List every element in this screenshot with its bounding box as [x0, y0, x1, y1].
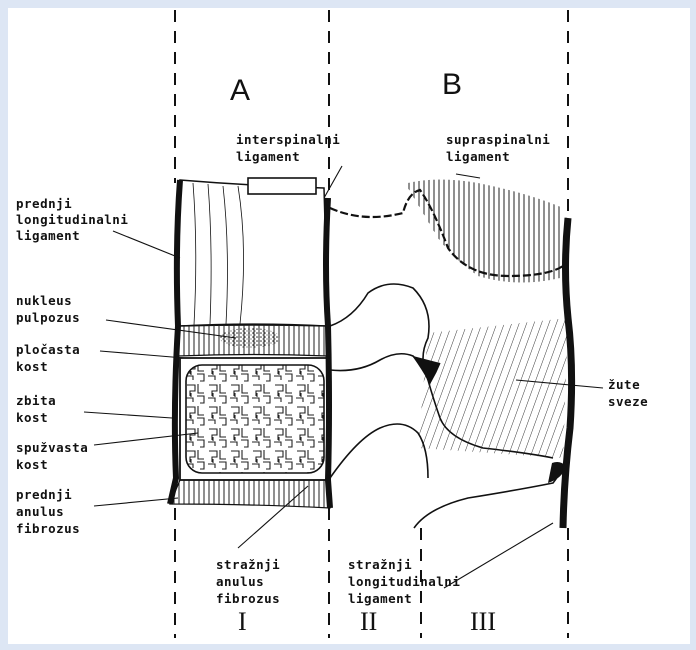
spine-segment-diagram: A B	[8, 8, 690, 644]
yellow-ligaments	[418, 318, 568, 458]
label-supraspinal-ligament: supraspinalni ligament	[446, 132, 558, 164]
section-b-label: B	[442, 68, 462, 101]
figure-frame: A B	[8, 8, 690, 644]
label-spongy-bone: spužvasta kost	[16, 440, 96, 472]
nucleus-pulposus	[220, 328, 280, 348]
roman-numeral-1: I	[238, 607, 247, 636]
label-yellow-ligaments: žute sveze	[608, 377, 648, 409]
label-posterior-anulus: stražnji anulus fibrozus	[216, 557, 288, 606]
label-interspinal-ligament: interspinalni ligament	[236, 132, 348, 164]
label-compact-bone: zbita kost	[16, 393, 64, 425]
label-plate-bone: pločasta kost	[16, 342, 88, 374]
spongy-bone	[186, 365, 324, 473]
vertebral-body	[170, 178, 330, 508]
roman-numeral-3: III	[470, 607, 496, 636]
section-a-label: A	[230, 74, 250, 107]
anterior-longitudinal-ligament	[170, 180, 180, 504]
posterior-elements	[330, 180, 572, 529]
roman-numeral-2: II	[360, 607, 377, 636]
label-posterior-longitudinal: stražnji longitudinalni ligament	[348, 557, 468, 606]
label-anterior-anulus: prednji anulus fibrozus	[16, 487, 80, 536]
lower-disc-band	[170, 480, 330, 508]
label-anterior-longitudinal-ligament: prednji longitudinalni ligament	[16, 196, 136, 243]
label-nucleus-pulposus: nukleus pulpozus	[16, 293, 80, 325]
supraspinal-ligament	[408, 180, 563, 283]
